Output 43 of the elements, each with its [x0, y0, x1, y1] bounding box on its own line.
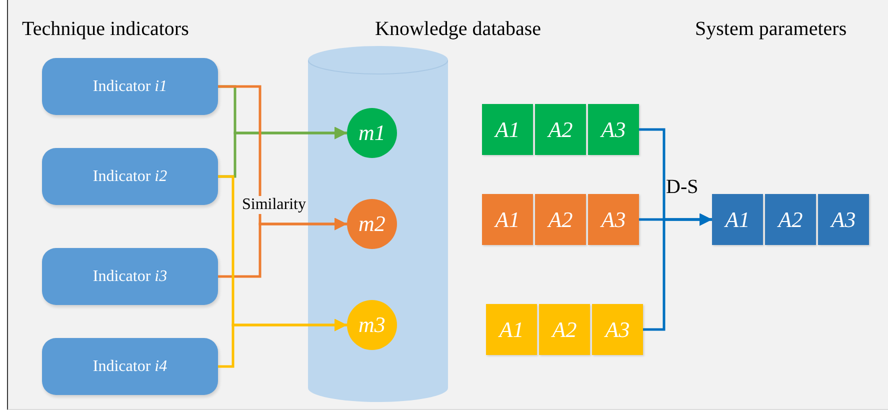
node-text: A3: [601, 206, 626, 232]
section-heading: Knowledge database: [375, 18, 542, 41]
node-text: Indicator i1: [92, 78, 168, 96]
indicator-box: [42, 58, 218, 115]
node-text: Indicator i4: [92, 358, 168, 376]
connector-arrow: [218, 318, 347, 368]
connector-arrow: [643, 213, 712, 331]
node-text: Indicator i2: [92, 168, 168, 186]
parameter-cell: [486, 304, 537, 355]
parameter-cell: [588, 194, 639, 245]
node-text: A2: [548, 116, 573, 142]
node-text: A1: [495, 206, 520, 232]
node-text: A3: [831, 206, 856, 232]
parameter-cell: [765, 194, 816, 245]
parameter-cell: [592, 304, 643, 355]
indicator-box: [42, 248, 218, 305]
parameter-cell: [588, 104, 639, 155]
node-text: Indicator i3: [92, 268, 168, 286]
section-heading: D-S: [666, 176, 698, 199]
node-text: A1: [725, 206, 750, 232]
node-text: A3: [601, 116, 626, 142]
parameter-cell: [535, 104, 586, 155]
node-text: A3: [605, 316, 630, 342]
annotation-label: Similarity: [241, 196, 307, 214]
node-text: m1: [358, 120, 386, 146]
indicator-box: [42, 148, 218, 205]
section-heading: Technique indicators: [22, 18, 189, 41]
indicator-box: [42, 338, 218, 395]
node-text: m3: [358, 312, 386, 338]
connector-arrow: [218, 218, 347, 278]
node-text: A1: [499, 316, 524, 342]
parameter-cell: [482, 104, 533, 155]
parameter-cell: [712, 194, 763, 245]
section-heading: System parameters: [695, 18, 847, 41]
parameter-cell: [539, 304, 590, 355]
node-text: m2: [358, 211, 386, 237]
node-text: A1: [495, 116, 520, 142]
node-text: A2: [548, 206, 573, 232]
node-text: A2: [778, 206, 803, 232]
parameter-cell: [535, 194, 586, 245]
node-text: A2: [552, 316, 577, 342]
parameter-cell: [482, 194, 533, 245]
parameter-cell: [818, 194, 869, 245]
